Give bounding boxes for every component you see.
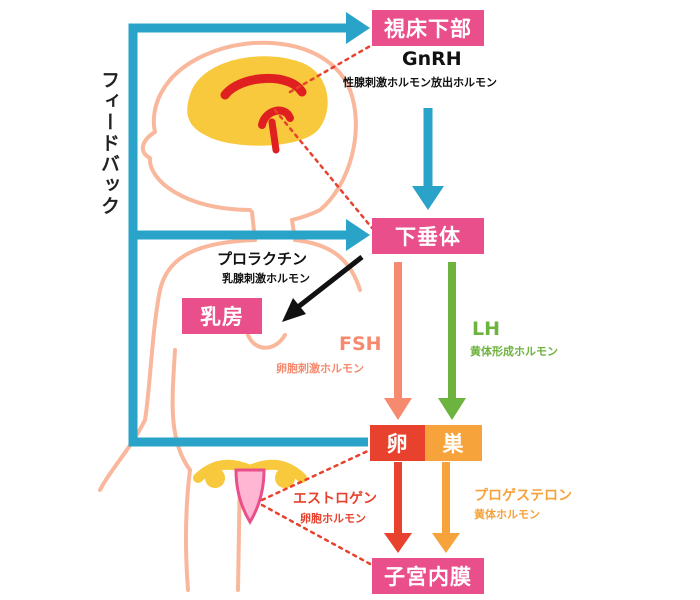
ovary-box-right: 巣	[425, 425, 482, 461]
endometrium-box: 子宮内膜	[372, 558, 484, 594]
lh-name: LH	[472, 318, 501, 340]
arrowhead-gnrh-down	[412, 186, 444, 210]
body-outline	[98, 40, 362, 592]
pituitary-box: 下垂体	[372, 218, 484, 254]
prolactin-arrowhead	[282, 298, 306, 322]
estrogen-desc: 卵胞ホルモン	[300, 512, 366, 525]
fsh-arrowhead	[384, 398, 412, 420]
ovary-box-left: 卵	[370, 425, 425, 461]
brain-icon	[187, 56, 328, 154]
dotted-connectors	[260, 43, 374, 567]
arrowhead-to-pituitary	[346, 219, 370, 251]
prolactin-arrow	[296, 255, 364, 309]
progesterone-name: プロゲステロン	[474, 488, 572, 504]
estrogen-name: エストロゲン	[293, 491, 377, 507]
lh-desc: 黄体形成ホルモン	[470, 345, 558, 358]
progesterone-desc: 黄体ホルモン	[474, 508, 540, 521]
progesterone-arrowhead	[432, 533, 460, 553]
fsh-name: FSH	[339, 333, 382, 355]
arrowhead-to-hypothalamus	[346, 12, 370, 44]
gnrh-name: GnRH	[402, 48, 462, 70]
gnrh-desc: 性腺刺激ホルモン放出ホルモン	[343, 76, 497, 89]
feedback-label: フィードバック	[98, 70, 120, 217]
estrogen-arrowhead	[384, 533, 412, 553]
prolactin-name: プロラクチン	[217, 250, 308, 268]
lh-arrowhead	[438, 398, 466, 420]
hypothalamus-box: 視床下部	[372, 10, 484, 46]
breast-box: 乳房	[182, 298, 262, 334]
feedback-arrows	[128, 23, 433, 447]
uterus-icon	[193, 459, 307, 525]
prolactin-desc: 乳腺刺激ホルモン	[222, 272, 310, 285]
fsh-desc: 卵胞刺激ホルモン	[276, 362, 364, 375]
